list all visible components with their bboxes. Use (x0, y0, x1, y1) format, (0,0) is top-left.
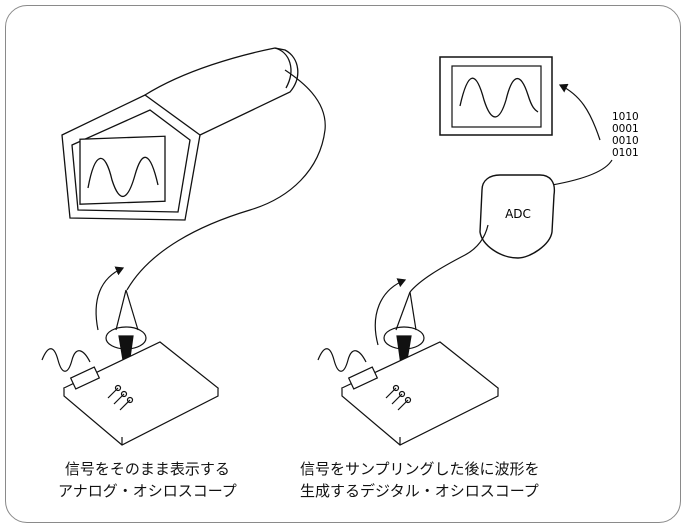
circuit-board-right (340, 341, 500, 446)
binary-line: 0001 (612, 123, 639, 135)
caption-digital-line2: 生成するデジタル・オシロスコープ (300, 482, 539, 500)
signal-arrow-right (374, 278, 407, 346)
signal-arrow-left (95, 266, 125, 331)
caption-analog-line2: アナログ・オシロスコープ (58, 482, 237, 500)
diagram-frame (5, 5, 681, 523)
binary-data: 1010 0001 0010 0101 (612, 111, 639, 159)
binary-line: 0101 (612, 147, 639, 159)
caption-analog-line1: 信号をそのまま表示する (64, 460, 230, 478)
digital-display (439, 56, 553, 136)
signal-wave-right (317, 348, 367, 372)
data-arrow (558, 83, 601, 141)
crt-tube (61, 47, 299, 221)
adc-output-cable (551, 159, 613, 186)
adc-block: ADC (479, 174, 556, 259)
caption-analog: 信号をそのまま表示する アナログ・オシロスコープ (58, 458, 237, 502)
circuit-board-left (62, 341, 220, 446)
binary-line: 1010 (612, 111, 639, 123)
probe-cable-left (126, 69, 326, 291)
signal-wave-left (41, 348, 91, 372)
adc-label: ADC (505, 207, 531, 221)
probe-cable-right (409, 224, 489, 293)
caption-digital-line1: 信号をサンプリングした後に波形を (300, 460, 540, 478)
binary-line: 0010 (612, 135, 639, 147)
probe-left (105, 289, 147, 373)
caption-digital: 信号をサンプリングした後に波形を 生成するデジタル・オシロスコープ (300, 458, 540, 502)
